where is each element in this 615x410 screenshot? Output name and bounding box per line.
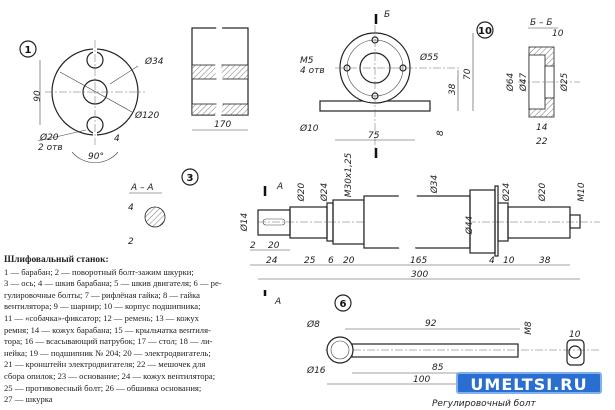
dim-92: 92 (425, 319, 437, 329)
dim-m5: М5 (300, 56, 314, 66)
dim-d20b: Ø20 (537, 182, 548, 202)
shaft-thread-m10 (569, 214, 581, 229)
legend-line: нейка; 19 — подшипник № 204; 20 — электр… (4, 347, 211, 358)
bolt-eye-inner (330, 340, 350, 360)
break-gap (395, 194, 419, 250)
dim-d25: Ø25 (559, 72, 570, 92)
dim-38: 38 (539, 256, 551, 266)
cut-label: А (276, 182, 283, 192)
legend-line: 11 — «собачка»-фиксатор; 12 — ремень; 13… (4, 312, 199, 323)
legend-line: 27 — шкурка (4, 394, 53, 405)
dim-d20: Ø20 (39, 132, 59, 143)
leader-line (37, 129, 87, 142)
break-gap (214, 26, 224, 118)
dim-20: 20 (343, 256, 355, 266)
legend-line: 3 — ось; 4 — шкив барабана; 5 — шкив дви… (4, 278, 222, 289)
legend-title: Шлифовальный станок: (4, 255, 109, 265)
cut-label: Б (384, 10, 390, 20)
dim-10: 10 (552, 29, 564, 39)
part-1-drum: 1 Ø34 90 Ø120 Ø20 2 отв 4 90° 170 (19, 26, 249, 164)
dim-90: 90 (33, 90, 43, 102)
dim-10: 10 (569, 330, 581, 340)
legend: Шлифовальный станок: 1 — барабан; 2 — по… (4, 255, 246, 406)
part-10-bearing-housing: Б Ø55 М5 4 отв Ø10 75 38 70 8 10 Б – Б 1… (299, 10, 580, 158)
keyway (262, 218, 286, 226)
dim-key-20: 20 (268, 241, 280, 251)
dim-22: 22 (536, 137, 548, 147)
legend-line: вентилятора; 9 — шарнир; 10 — корпус под… (4, 301, 201, 312)
part-3-shaft: 3 А – А 4 2 А А Ø14 2 Ø20 Ø24 М30х1,25 Ø… (128, 152, 600, 307)
section-circle (144, 206, 166, 228)
dim-4: 4 (114, 134, 120, 144)
shaft-step-d20 (289, 206, 328, 239)
dim-m30: М30х1,25 (344, 152, 354, 197)
section-label: А – А (130, 183, 154, 193)
dim-key-4: 4 (128, 203, 134, 213)
legend-line: сбора опилок; 23 — основание; 24 — кожух… (4, 370, 216, 381)
dim-d44: Ø44 (464, 215, 475, 235)
dim-m10: М10 (577, 182, 587, 201)
part-6-adjusting-bolt: 6 Ø8 Ø16 92 М8 85 100 10 Регулировочный … (306, 294, 600, 409)
legend-line: ремня; 14 — кожух барабана; 15 — крыльча… (4, 324, 211, 335)
dim-6: 6 (328, 256, 334, 266)
dim-d16: Ø16 (306, 365, 326, 376)
part-number: 1 (25, 45, 32, 56)
part-number-circle (476, 21, 494, 39)
dim-170: 170 (214, 120, 231, 130)
leader-line (109, 65, 139, 85)
dim-14: 14 (536, 123, 548, 133)
dim-m8: М8 (524, 321, 534, 335)
angle-arc (71, 151, 119, 164)
dim-d34: Ø34 (429, 174, 440, 194)
dim-d55: Ø55 (419, 52, 439, 63)
legend-line: 21 — кронштейн электродвигателя; 22 — ме… (4, 359, 206, 370)
dim-4: 4 (489, 256, 495, 266)
dim-300: 300 (411, 270, 428, 280)
bolt-rod (351, 343, 519, 358)
section-label: Б – Б (530, 18, 553, 28)
part-caption: Регулировочный болт (432, 399, 536, 409)
dim-d34: Ø34 (144, 56, 164, 67)
dim-25: 25 (304, 256, 316, 266)
dim-d24b: Ø24 (501, 182, 512, 202)
dim-2: 2 (250, 241, 256, 251)
dim-85: 85 (432, 363, 444, 373)
cut-label: А (274, 297, 281, 307)
dim-24: 24 (266, 256, 278, 266)
dim-holes: 2 отв (38, 143, 63, 153)
dim-d64: Ø64 (505, 72, 516, 92)
dim-d24: Ø24 (319, 182, 330, 202)
dim-100: 100 (413, 375, 430, 385)
dim-165: 165 (410, 256, 427, 266)
part-number-circle (181, 168, 199, 186)
watermark-logo: UMELTSI.RU (456, 372, 602, 394)
legend-line: 1 — барабан; 2 — поворотный болт-зажим ш… (4, 266, 194, 277)
dim-holes: 4 отв (300, 66, 325, 76)
dim-d8: Ø8 (306, 319, 320, 330)
dim-d10: Ø10 (299, 123, 319, 134)
legend-line: гулировочные болты; 7 — рифлёная гайка; … (4, 289, 200, 300)
dim-d47: Ø47 (518, 72, 529, 92)
part-number: 10 (478, 26, 492, 37)
part-number: 3 (187, 173, 194, 184)
legend-line: 25 — противовесный болт; 26 — обшивка ос… (4, 382, 202, 393)
dim-key-2: 2 (128, 237, 134, 247)
part-number: 6 (340, 299, 347, 310)
dim-38: 38 (448, 83, 458, 95)
dim-line (59, 71, 133, 113)
dim-10: 10 (503, 256, 515, 266)
bolt-end-view (566, 339, 585, 366)
dim-70: 70 (463, 68, 473, 80)
dim-angle: 90° (88, 152, 104, 162)
dim-75: 75 (368, 131, 380, 141)
shaft-step-d20b (507, 206, 571, 239)
bolt-end-hole (568, 345, 582, 359)
part-number-circle (19, 40, 37, 58)
part-number-circle (334, 294, 352, 312)
dim-d120: Ø120 (134, 110, 160, 121)
legend-line: тора; 16 — всасывающий патрубок; 17 — ст… (4, 336, 213, 347)
dim-8: 8 (436, 130, 446, 136)
dim-d14: Ø14 (239, 212, 250, 232)
dim-d20: Ø20 (296, 182, 307, 202)
